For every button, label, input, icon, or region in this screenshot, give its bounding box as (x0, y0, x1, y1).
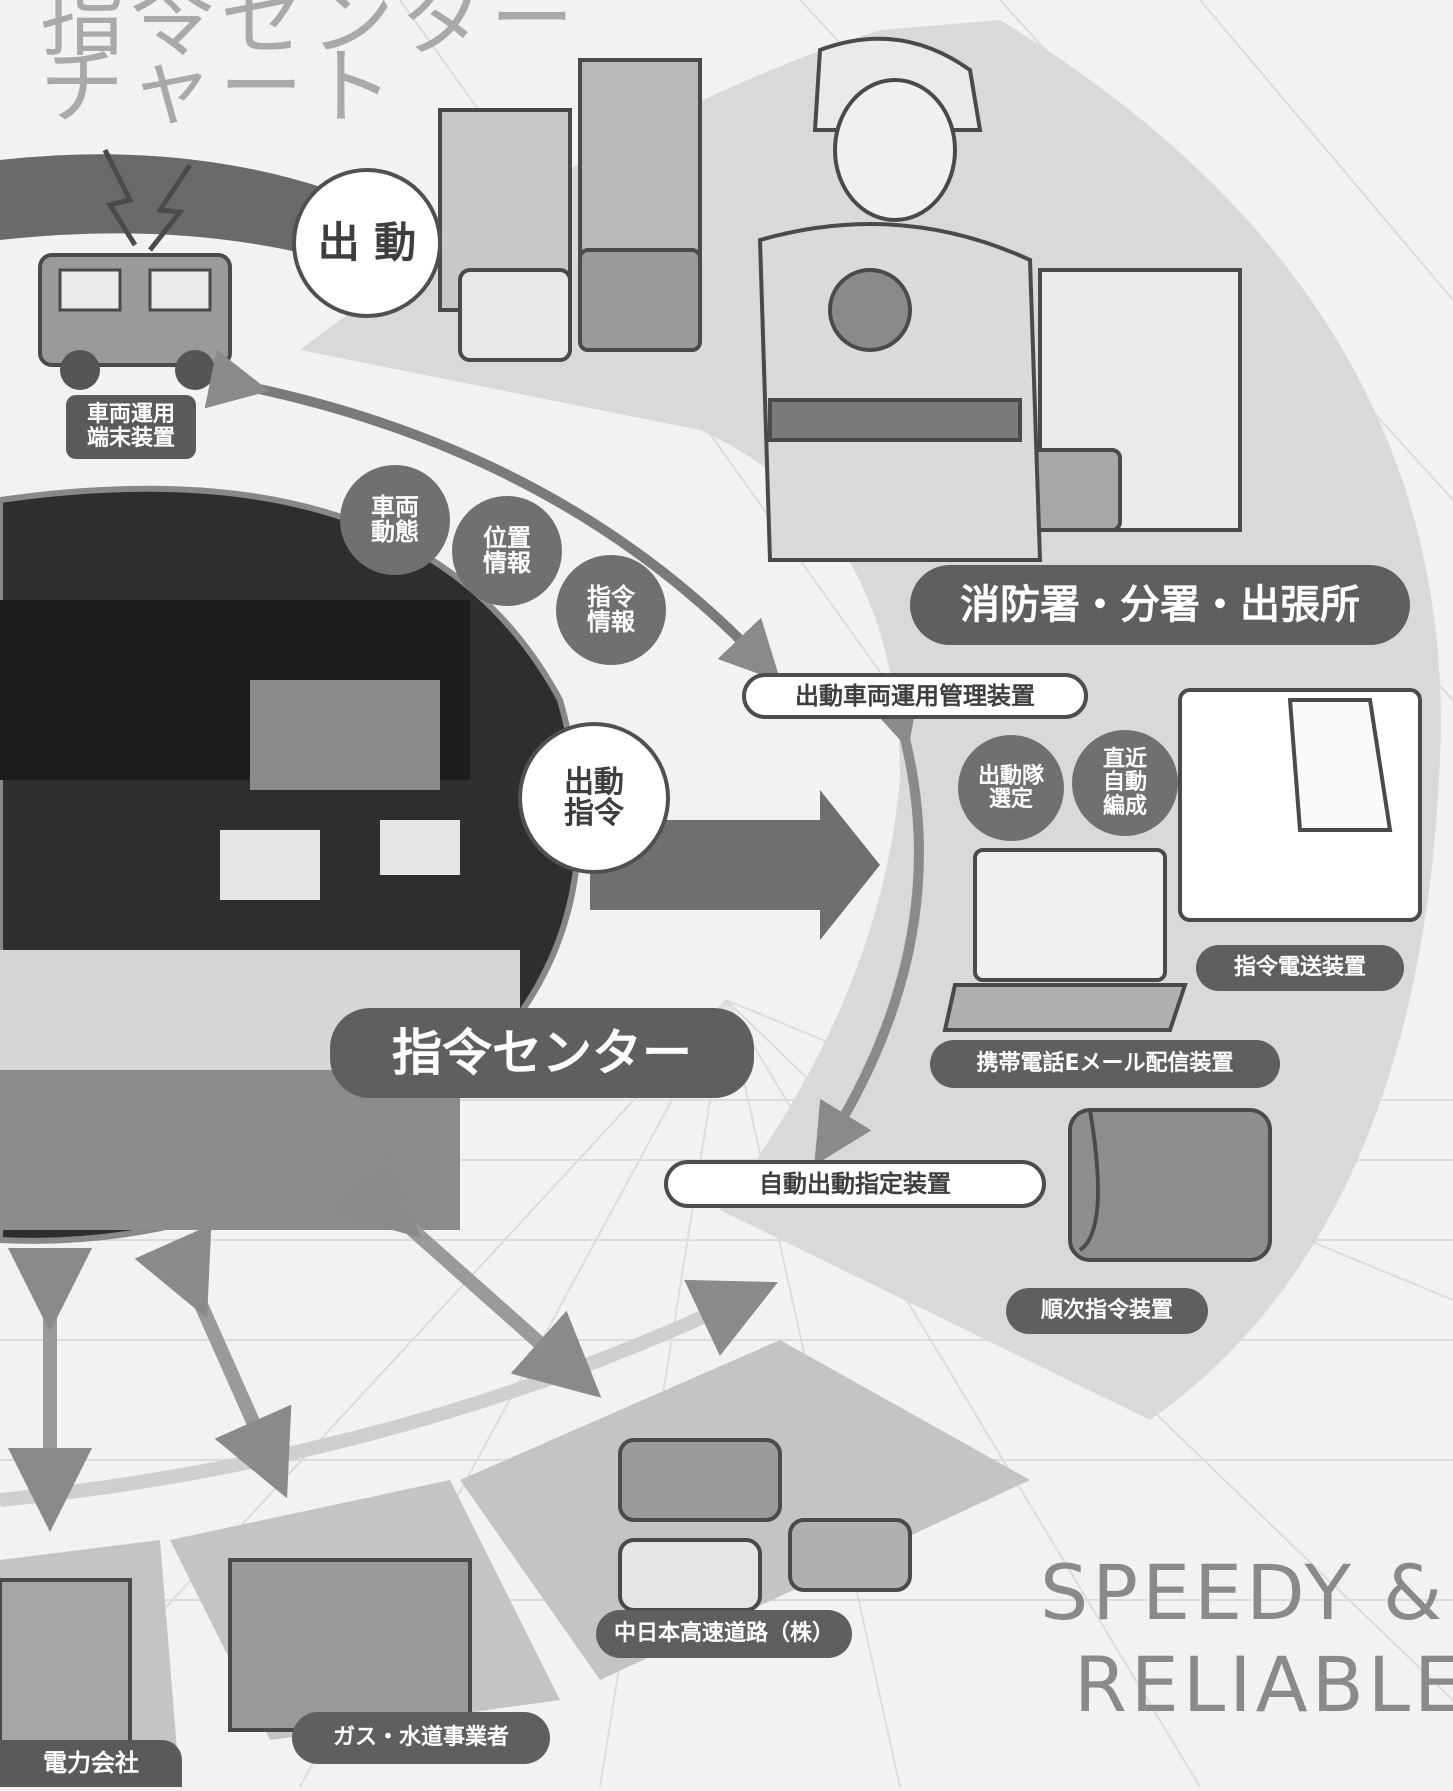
dispatch-order-bubble: 出動 指令 (518, 722, 670, 874)
email-system-label: 携帯電話Eメール配信装置 (930, 1040, 1280, 1088)
transmission-label: 指令電送装置 (1196, 945, 1404, 991)
fire-station-label: 消防署・分署・出張所 (910, 565, 1410, 645)
fire-station-buildings-icon (438, 58, 1242, 532)
position-info-bubble: 位置 情報 (452, 496, 562, 606)
telephone-icon (1068, 1108, 1272, 1262)
firefighter-icon (757, 36, 1043, 562)
power-company-label: 電力会社 (0, 1740, 182, 1787)
sequential-command-label: 順次指令装置 (1006, 1288, 1208, 1334)
dispatch-bubble: 出 動 (292, 168, 442, 318)
unit-selection-bubble: 出動隊 選定 (958, 735, 1064, 841)
auto-dispatch-label: 自動出動指定装置 (664, 1160, 1046, 1208)
vehicle-status-bubble: 車両 動態 (340, 465, 450, 575)
expressway-label: 中日本高速道路（株） (596, 1610, 852, 1658)
command-center-label: 指令センター (330, 1008, 754, 1098)
laptop-icon (942, 848, 1188, 1032)
command-info-bubble: 指令 情報 (556, 555, 666, 665)
page-title-line2: チャート (40, 38, 400, 136)
vehicle-terminal-label: 車両運用 端末装置 (66, 395, 196, 460)
auto-formation-bubble: 直近 自動 編成 (1072, 730, 1178, 836)
printer-icon (1178, 688, 1422, 922)
slogan-line1: SPEEDY & (1040, 1548, 1447, 1637)
truck-icon (38, 148, 232, 390)
vehicle-management-label: 出動車両運用管理装置 (742, 673, 1088, 719)
gas-water-label: ガス・水道事業者 (292, 1712, 550, 1764)
page-title-line1: 指令センター (40, 0, 581, 68)
slogan-line2: RELIABLE (1074, 1640, 1453, 1729)
